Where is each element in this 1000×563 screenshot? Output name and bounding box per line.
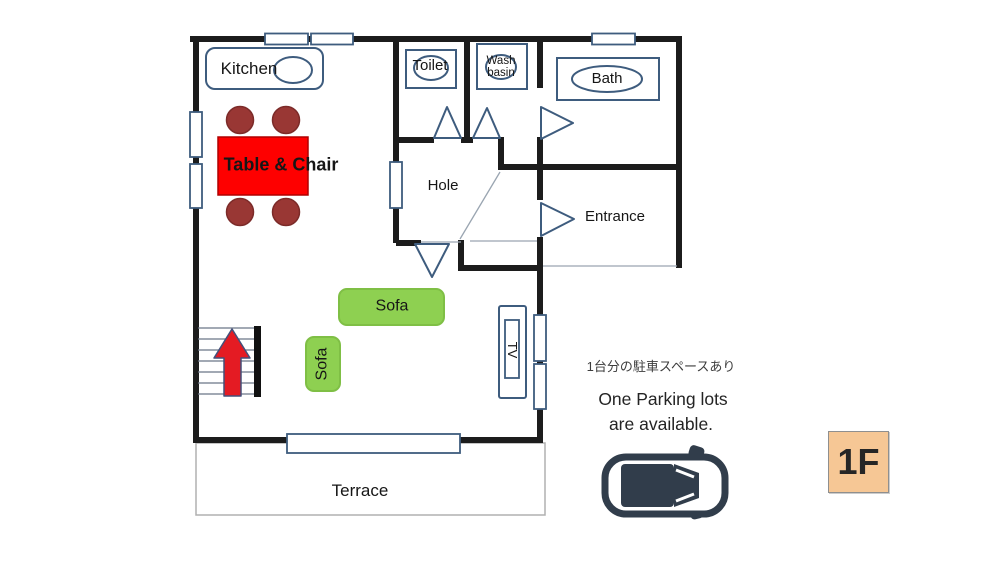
tv-label: TV: [504, 341, 520, 359]
car-hood-line: [702, 469, 710, 502]
toilet-door-icon: [433, 106, 462, 139]
window-right-2: [533, 363, 547, 410]
window-right-1: [533, 314, 547, 362]
door-triangles: [414, 106, 575, 278]
kitchen-label: Kitchen: [220, 59, 278, 79]
sofa-large: [338, 288, 445, 326]
dining-table: [217, 136, 309, 196]
stair-rail: [254, 326, 261, 397]
parking-note-japanese: 1台分の駐車スペースあり: [586, 359, 736, 375]
kitchen-sink-icon: [273, 56, 313, 84]
entrance-label: Entrance: [584, 208, 646, 226]
entrance-door-icon: [540, 202, 575, 237]
up-arrow-icon: [213, 328, 251, 397]
parking-note-english-line1: One Parking lots: [598, 388, 728, 409]
terrace-outline: [195, 442, 546, 516]
chair-icon: [225, 105, 255, 135]
terrace-label: Terrace: [331, 481, 389, 501]
floor-badge: 1F: [828, 431, 889, 493]
toilet-bowl-icon: [413, 55, 449, 81]
chair-icon: [271, 105, 301, 135]
toilet-label: Toilet: [412, 57, 448, 75]
bathtub-icon: [571, 65, 643, 93]
bath-label: Bath: [591, 70, 623, 88]
chair-icon: [271, 197, 301, 227]
washbasin-label-line1: Wash: [486, 54, 516, 67]
window-top-2: [310, 32, 354, 46]
windows: [189, 32, 636, 454]
window-top-1: [264, 32, 309, 46]
window-left-2: [189, 163, 203, 209]
furniture-shapes: [217, 105, 445, 392]
car-roof: [621, 464, 674, 507]
car-windshield: [674, 464, 699, 507]
entrance-door-swing-line: [459, 171, 501, 240]
hole-label: Hole: [427, 177, 459, 195]
washbasin-door-icon: [472, 107, 501, 139]
car-windshield-lines: [675, 468, 695, 503]
washbasin-bowl-icon: [485, 54, 517, 80]
sofa-small-label: Sofa: [313, 347, 331, 381]
car-top-view-icon: [601, 445, 729, 520]
washbasin-label-line2: basin: [487, 67, 515, 79]
stairs: [198, 326, 261, 397]
window-hole: [389, 161, 403, 209]
washbasin-label: Wash basin: [487, 55, 516, 79]
sofa-large-label: Sofa: [375, 297, 409, 315]
chair-icon: [225, 197, 255, 227]
tv-screen: [504, 319, 520, 379]
window-left-1: [189, 111, 203, 158]
fixtures: [205, 43, 660, 399]
thin-lines: [421, 171, 677, 267]
window-top-bath: [591, 32, 636, 46]
bath-door-icon: [540, 106, 574, 140]
parking-note-english-line2: are available.: [608, 413, 714, 434]
sofa-small: [305, 336, 341, 392]
window-terrace-door: [286, 433, 461, 454]
table-label: Table & Chair: [223, 154, 339, 175]
hole-door-icon: [414, 243, 450, 278]
